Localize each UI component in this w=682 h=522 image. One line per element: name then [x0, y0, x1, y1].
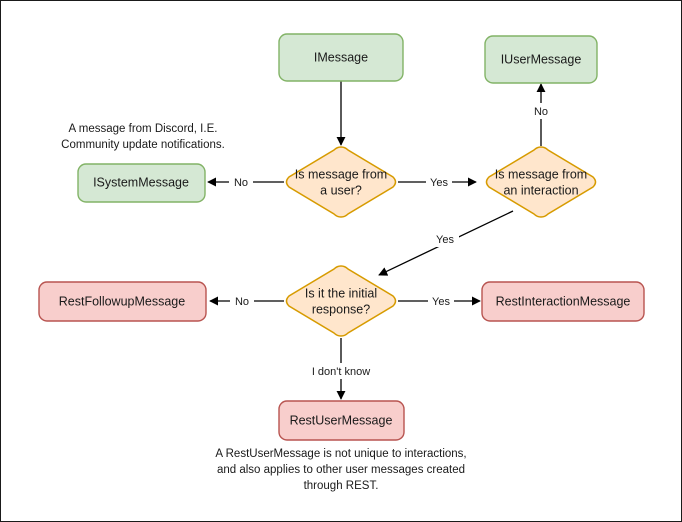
node-decision-user-label-line2: a user? [320, 183, 362, 197]
edge-label-initial-no: No [235, 296, 249, 308]
note-system-message-line1: A message from Discord, I.E. [69, 123, 218, 135]
edge-decision-user-yes: Yes [398, 174, 477, 190]
node-restusermessage-label: RestUserMessage [290, 413, 393, 427]
node-decision-interaction-label-line2: an interaction [503, 183, 578, 197]
node-decision-user-label-line1: Is message from [295, 167, 387, 181]
edge-decision-interaction-yes: Yes [378, 210, 514, 276]
edge-decision-interaction-no: No [530, 83, 552, 146]
note-rest-user-message-line2: and also applies to other user messages … [217, 464, 465, 476]
edge-decision-initial-no: No [209, 293, 284, 309]
edge-decision-user-no: No [207, 174, 284, 190]
edge-label-user-no: No [234, 177, 248, 189]
node-decision-is-message-from-user[interactable]: Is message from a user? [285, 146, 397, 218]
node-restinteractionmessage-label: RestInteractionMessage [496, 294, 631, 308]
note-rest-user-message-line3: through REST. [304, 480, 379, 492]
node-decision-is-initial-response[interactable]: Is it the initial response? [285, 265, 397, 337]
node-restfollowupmessage-label: RestFollowupMessage [59, 294, 185, 308]
edge-decision-initial-yes: Yes [398, 293, 481, 309]
edge-label-initial-unknown: I don't know [312, 366, 370, 378]
note-rest-user-message: A RestUserMessage is not unique to inter… [215, 448, 466, 492]
node-restfollowupmessage[interactable]: RestFollowupMessage [38, 281, 207, 322]
note-system-message-line2: Community update notifications. [61, 139, 225, 151]
node-iusermessage-label: IUserMessage [501, 52, 582, 66]
edge-label-user-yes: Yes [430, 177, 448, 189]
edge-decision-initial-unknown: I don't know [301, 338, 381, 400]
edge-label-interaction-yes: Yes [436, 234, 454, 246]
node-decision-interaction-label-line1: Is message from [495, 167, 587, 181]
node-decision-initial-label-line2: response? [312, 302, 370, 316]
note-system-message: A message from Discord, I.E. Community u… [61, 123, 225, 151]
edge-label-initial-yes: Yes [432, 296, 450, 308]
node-isystemmessage-label: ISystemMessage [93, 175, 189, 189]
node-decision-is-message-from-interaction[interactable]: Is message from an interaction [485, 146, 597, 218]
node-restusermessage[interactable]: RestUserMessage [278, 400, 405, 441]
node-imessage-label: IMessage [314, 50, 368, 64]
node-iusermessage[interactable]: IUserMessage [484, 35, 598, 84]
node-decision-initial-label-line1: Is it the initial [305, 286, 377, 300]
node-restinteractionmessage[interactable]: RestInteractionMessage [481, 281, 645, 322]
edge-label-interaction-no: No [534, 106, 548, 118]
node-imessage[interactable]: IMessage [278, 33, 404, 82]
node-isystemmessage[interactable]: ISystemMessage [77, 163, 206, 203]
note-rest-user-message-line1: A RestUserMessage is not unique to inter… [215, 448, 466, 460]
